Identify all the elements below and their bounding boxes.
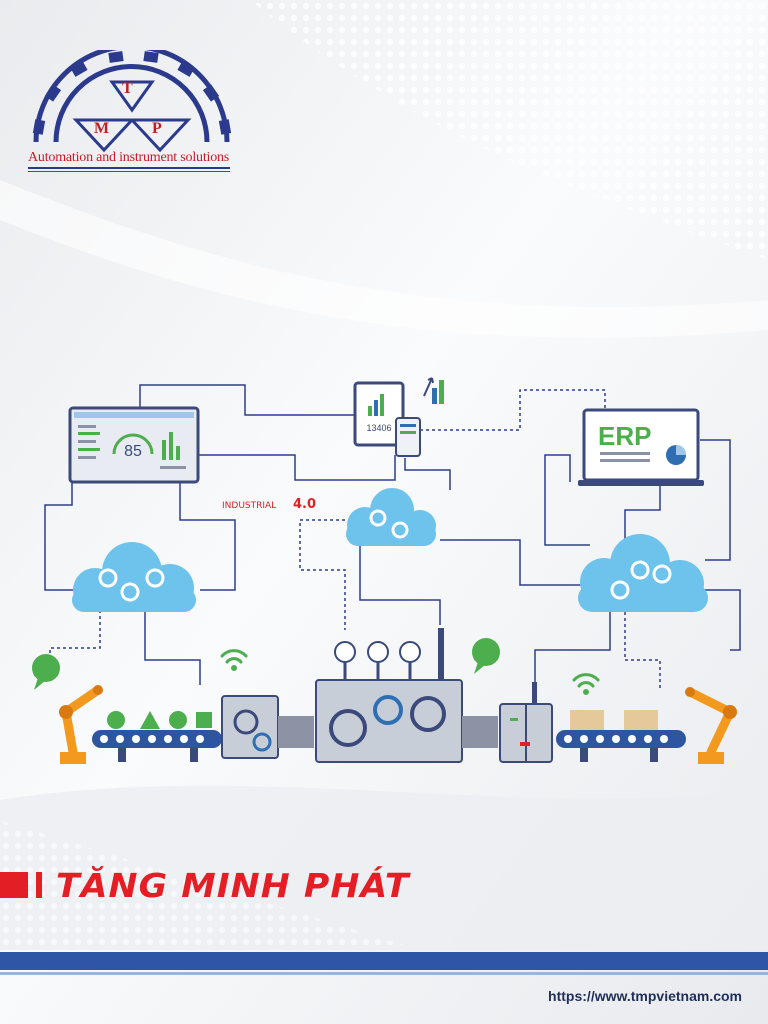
analytics-tablet bbox=[353, 377, 444, 457]
accent-stripe bbox=[36, 872, 42, 898]
wifi-right-icon bbox=[572, 673, 600, 695]
chat-bubble-left-icon bbox=[32, 654, 60, 690]
network-dashed-lines bbox=[49, 389, 661, 690]
company-name: TĂNG MINH PHÁT bbox=[56, 866, 410, 905]
robot-arm-right bbox=[685, 687, 737, 764]
cloud-center-icon bbox=[346, 488, 436, 546]
network-lines bbox=[44, 384, 741, 690]
logo-rule-red bbox=[28, 171, 230, 172]
cloud-right-icon bbox=[578, 534, 708, 612]
robot-arm-left bbox=[59, 685, 103, 764]
chat-bubble-right-icon bbox=[472, 638, 500, 674]
gear-machine-small bbox=[221, 695, 314, 759]
industrial-version: 4.0 bbox=[293, 497, 316, 512]
wifi-left-icon bbox=[220, 649, 248, 671]
dashboard-monitor bbox=[68, 406, 200, 484]
counter-value: 13406 bbox=[366, 423, 391, 433]
gear-logo-icon bbox=[32, 44, 232, 153]
control-cabinet bbox=[499, 682, 553, 763]
conveyor-left bbox=[92, 711, 222, 762]
logo-rule bbox=[28, 167, 230, 169]
erp-label: ERP bbox=[598, 421, 651, 451]
industry-4-illustration: 85 13406 ERP INDUSTRIAL 4.0 bbox=[32, 377, 741, 764]
cloud-left-icon bbox=[72, 542, 196, 612]
industrial-label: INDUSTRIAL bbox=[222, 501, 276, 511]
logo-letter-m: M bbox=[94, 120, 110, 137]
accent-block bbox=[0, 872, 28, 898]
logo-letter-t: T bbox=[122, 80, 133, 97]
erp-laptop bbox=[578, 408, 704, 486]
footer-band bbox=[0, 952, 768, 970]
logo-letter-p: P bbox=[152, 120, 162, 137]
cloud-gears-icon bbox=[98, 509, 672, 602]
conveyor-right bbox=[556, 710, 686, 762]
company-accent-bar bbox=[0, 870, 48, 900]
gauge-value: 85 bbox=[124, 443, 142, 460]
logo-tagline: Automation and instrument solutions bbox=[28, 150, 230, 165]
website-link[interactable]: https://www.tmpvietnam.com bbox=[548, 988, 742, 1004]
gear-machine-main bbox=[315, 628, 498, 763]
tmp-logo: T M P bbox=[24, 44, 239, 175]
footer-band-thin bbox=[0, 972, 768, 975]
